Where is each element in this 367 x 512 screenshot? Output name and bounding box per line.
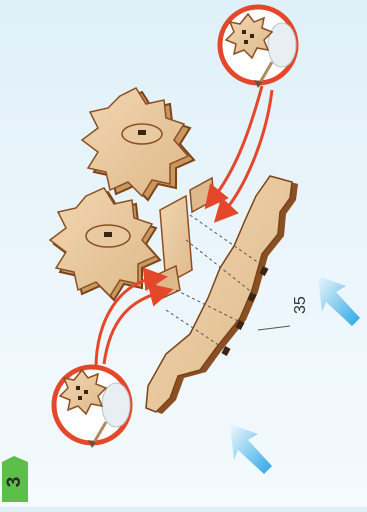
gear-stack-bottom xyxy=(50,188,160,300)
gear-tape-detail-bottom-icon xyxy=(54,367,130,448)
step-number: 3 xyxy=(0,469,35,495)
gear-tape-detail-top-icon xyxy=(220,7,296,88)
gear-stack-top xyxy=(82,88,194,200)
part-number-label: 35 xyxy=(292,296,310,314)
axle-block xyxy=(154,178,214,300)
